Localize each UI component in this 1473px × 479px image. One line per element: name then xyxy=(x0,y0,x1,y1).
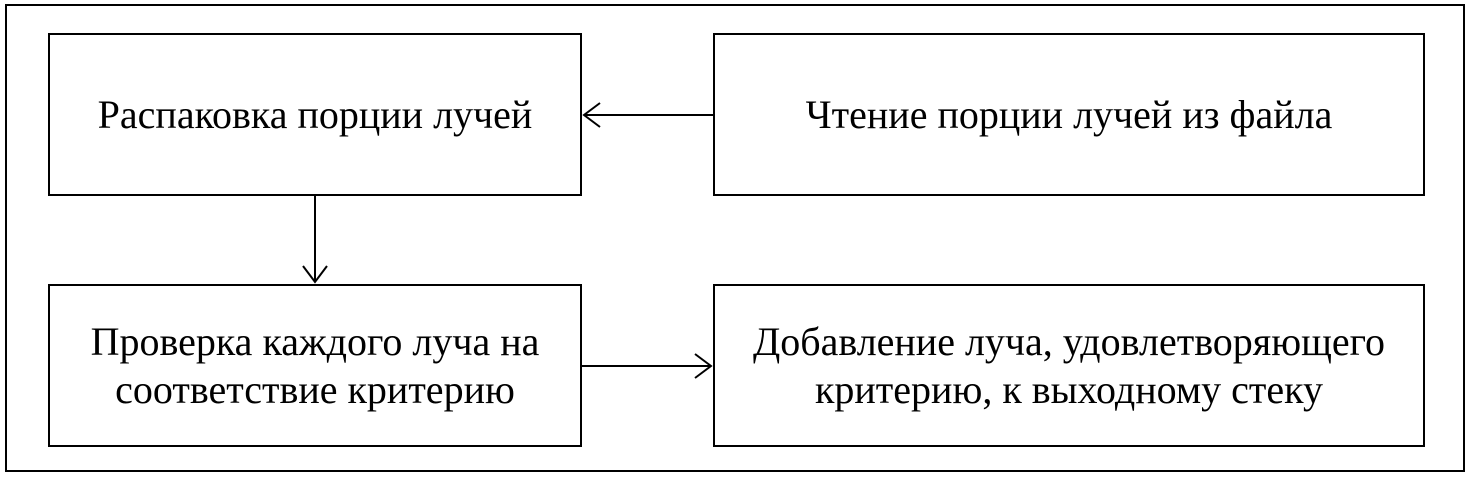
node-unpack-rays: Распаковка порции лучей xyxy=(48,33,582,196)
node-add-label: Добавление луча, удовлетворяющего критер… xyxy=(752,318,1386,412)
node-read-rays: Чтение порции лучей из файла xyxy=(713,33,1425,196)
node-read-label: Чтение порции лучей из файла xyxy=(805,91,1333,137)
node-check-label: Проверка каждого луча на соответствие кр… xyxy=(90,318,540,412)
node-add-ray: Добавление луча, удовлетворяющего критер… xyxy=(713,284,1425,447)
diagram-frame xyxy=(5,4,1465,472)
node-check-rays: Проверка каждого луча на соответствие кр… xyxy=(48,284,582,447)
node-unpack-label: Распаковка порции лучей xyxy=(97,91,533,137)
